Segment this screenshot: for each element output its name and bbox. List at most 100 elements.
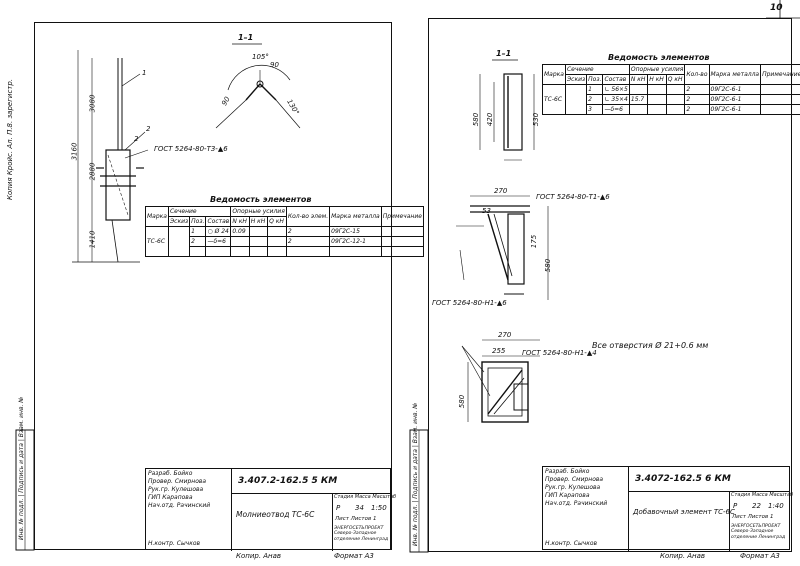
left-gost-note: ГОСТ 5264-80-Т3-▲6 [154, 145, 228, 153]
right-stamp: Разраб. Бойко Провер. Смирнова Рук.гр. К… [542, 466, 794, 551]
r-dim-5: 175 [530, 234, 539, 249]
rs-org: ЭНЕРГОСЕТЬПРОЕКТ Северо-Западное отделен… [731, 524, 786, 540]
left-footer-copy: Копир. Анав [236, 552, 282, 560]
rt-steel-2: 09Г2С-6-1 [708, 94, 762, 105]
rt-n-1 [628, 84, 649, 95]
rt-col-h: Н кН [647, 74, 667, 85]
ls-sheet-label: Лист [335, 516, 349, 522]
r-gost-bottom: ГОСТ 5264-80-Н1-▲4 [522, 349, 597, 357]
right-elements-table: Марка Сечение Опорные усилия Кол-во Марк… [542, 64, 800, 115]
rs-stage-label: Стадия [731, 492, 751, 498]
left-stamp: Разраб. Бойко Провер. Смирнова Рук.гр. К… [145, 468, 396, 551]
rt-col-steel: Марка металла [708, 64, 762, 85]
left-table-title: Ведомость элементов [210, 195, 312, 204]
ls-person-3: ГИП Карапова [148, 494, 193, 501]
rt-col-sketch: Эскиз [564, 74, 588, 85]
ls-person-2: Рук.гр. Кулешова [148, 486, 204, 493]
rt-col-comp: Состав [602, 74, 630, 85]
right-footer-format: Формат А3 [740, 552, 780, 560]
table-row: ТС-6С 1 ∟ 56×5 2 09Г2С-6-1 [542, 84, 800, 115]
rs-person-4: Нач.отд. Рачинский [545, 500, 608, 507]
rt-col-pos: Поз. [586, 74, 604, 85]
callout-2b: 2 [134, 135, 139, 143]
rt-n-2: 15.7 [628, 94, 649, 105]
r-dim-0: 580 [472, 112, 481, 127]
ls-stage: Р [336, 504, 341, 512]
r-dim-1: 420 [486, 112, 495, 127]
r-gost-mid: ГОСТ 5264-80-Н1-▲6 [432, 299, 507, 307]
callout-2a: 2 [146, 125, 151, 133]
ls-title: Молниеотвод ТС-6С [236, 510, 315, 519]
ls-person-0: Разраб. Бойко [148, 470, 193, 477]
rs-person-3: ГИП Карапова [545, 492, 590, 499]
rt-pos-2: 2 [586, 94, 604, 105]
left-footer-format: Формат А3 [334, 552, 374, 560]
ls-scale-label: Масштаб [372, 494, 397, 500]
rt-count-3: 2 [684, 104, 710, 115]
ls-mass: 34 [355, 504, 364, 512]
rt-pos-1: 1 [586, 84, 604, 95]
rt-steel-3: 09Г2С-6-1 [708, 104, 762, 115]
table-row: 3 —δ=6 2 09Г2С-6-1 [543, 104, 800, 115]
rs-scale: 1:40 [768, 502, 784, 510]
rt-group-loads: Опорные усилия [628, 64, 686, 75]
r-holes-note: Все отверстия Ø 21+0.6 мм [592, 341, 709, 350]
ls-ncontr: Н.контр. Сычков [148, 540, 201, 547]
ls-sheets-label: Листов 1 [350, 516, 377, 522]
rs-sheets-label: Листов 1 [747, 514, 774, 520]
r-dim-4: 53 [482, 207, 491, 215]
rt-col-mark: Марка [542, 64, 566, 85]
r-dim-3: 270 [494, 187, 508, 195]
ls-code: 3.407.2-162.5 5 КМ [238, 476, 338, 486]
rs-mass-label: Масса [751, 492, 768, 498]
rs-mass: 22 [752, 502, 761, 510]
rs-sheet-label: Лист [732, 514, 746, 520]
ls-mass-label: Масса [354, 494, 371, 500]
table-row: 2 —δ=6 2 09Г2С-12-1 [146, 236, 424, 247]
rs-stage: Р [733, 502, 738, 510]
r-dim-7: 270 [498, 331, 512, 339]
section-dim-90b: 90 [270, 61, 279, 69]
rt-group-section: Сечение [564, 64, 630, 75]
ls-person-1: Провер. Смирнова [148, 478, 207, 485]
rt-comp-1: ∟ 56×5 [602, 84, 630, 95]
rs-code: 3.4072-162.5 6 КМ [635, 474, 731, 484]
left-section-title: 1–1 [238, 33, 254, 42]
rt-comp-2: ∟ 35×4 [602, 94, 630, 105]
rt-col-count: Кол-во [684, 64, 710, 85]
rt-col-note: Примечание [760, 64, 800, 85]
rs-person-0: Разраб. Бойко [545, 468, 590, 475]
ls-stage-label: Стадия [334, 494, 354, 500]
r-dim-8: 255 [492, 347, 506, 355]
rt-comp-3: —δ=6 [602, 104, 630, 115]
left-elements-table: Марка Сечение Опорные усилия Кол-во элем… [145, 206, 424, 257]
page-number: 10 [770, 3, 783, 13]
ls-org: ЭНЕРГОСЕТЬПРОЕКТ Северо-Западное отделен… [334, 526, 389, 542]
callout-1: 1 [142, 69, 147, 77]
rs-person-2: Рук.гр. Кулешова [545, 484, 601, 491]
right-section-title: 1–1 [496, 49, 512, 58]
rs-ncontr: Н.контр. Сычков [545, 540, 598, 547]
right-table-title: Ведомость элементов [608, 53, 710, 62]
rt-steel-1: 09Г2С-6-1 [708, 84, 762, 95]
rt-col-q: Q кН [665, 74, 686, 85]
rt-mark: ТС-6С [542, 84, 566, 115]
rt-col-n: N кН [628, 74, 649, 85]
r-dim-9: 580 [458, 394, 467, 409]
rt-pos-3: 3 [586, 104, 604, 115]
ls-person-4: Нач.отд. Рачинский [148, 502, 211, 509]
r-dim-2: 530 [532, 112, 541, 127]
rs-title: Добавочный элемент ТС-6С [633, 508, 735, 516]
ls-scale: 1:50 [371, 504, 387, 512]
rs-person-1: Провер. Смирнова [545, 476, 604, 483]
section-dim-angle1: 105° [252, 53, 269, 61]
rs-scale-label: Масштаб [769, 492, 794, 498]
r-gost-top: ГОСТ 5264-80-Т1-▲6 [536, 193, 610, 201]
right-footer-copy: Копир. Анав [660, 552, 706, 560]
rt-count-1: 2 [684, 84, 710, 95]
right-sheet-frame [428, 18, 792, 552]
rt-n-3 [628, 104, 649, 115]
rt-count-2: 2 [684, 94, 710, 105]
